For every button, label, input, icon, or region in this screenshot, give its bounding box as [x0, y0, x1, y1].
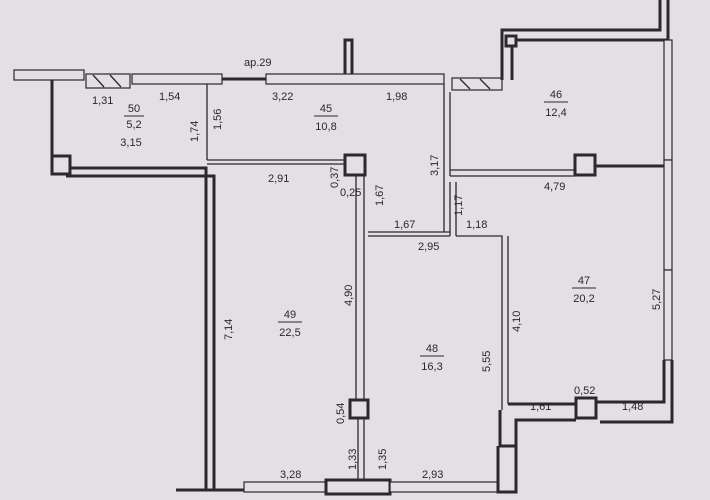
- dim-328: 3,28: [280, 469, 301, 481]
- room-49-area: 22,5: [279, 327, 300, 339]
- dim-133: 1,33: [347, 449, 359, 470]
- room-47-area: 20,2: [573, 293, 594, 305]
- dim-479: 4,79: [544, 181, 565, 193]
- window-room-49: [243, 481, 327, 493]
- dim-167-horizontal: 1,67: [394, 219, 415, 231]
- dim-291: 2,91: [268, 173, 289, 185]
- wall-48-47: [456, 235, 503, 410]
- dim-293: 2,93: [422, 469, 443, 481]
- room-46-number: 46: [550, 89, 562, 101]
- dim-198: 1,98: [386, 91, 407, 103]
- dim-295: 2,95: [418, 241, 439, 253]
- dim-117: 1,17: [453, 195, 465, 216]
- plan-note: ар.29: [244, 57, 272, 69]
- room-45-area: 10,8: [315, 121, 336, 133]
- window-room-47-upper: [663, 159, 673, 271]
- wall-top-right: [500, 0, 662, 80]
- room-48-area: 16,3: [421, 361, 442, 373]
- dim-148: 1,48: [622, 401, 643, 413]
- room-46-area: 12,4: [545, 107, 566, 119]
- room-50-area: 5,2: [126, 119, 141, 131]
- room-47-number: 47: [578, 275, 590, 287]
- window-room-47-lower: [663, 269, 673, 361]
- dim-322: 3,22: [272, 91, 293, 103]
- window-room-46-east: [663, 39, 673, 161]
- dim-052: 0,52: [574, 385, 595, 397]
- dim-025: 0,25: [340, 187, 361, 199]
- dim-167-vertical: 1,67: [374, 185, 386, 206]
- dim-317: 3,17: [429, 155, 441, 176]
- dim-131: 1,31: [92, 95, 113, 107]
- dim-714: 7,14: [223, 319, 235, 340]
- wall-left-main: [66, 166, 208, 490]
- window-room-48: [389, 481, 499, 493]
- dim-490: 4,90: [343, 285, 355, 306]
- dim-154: 1,54: [159, 91, 180, 103]
- window-top-left-stub: [13, 69, 85, 81]
- room-49-number: 49: [284, 309, 296, 321]
- wall-stub-top: [343, 38, 354, 74]
- window-room-50-right: [131, 73, 223, 85]
- column-left: [50, 154, 72, 176]
- window-room-50: [85, 73, 131, 89]
- column-bottom: [324, 478, 392, 496]
- room-50-extra: 3,15: [120, 137, 141, 149]
- column-bottom-right: [574, 396, 598, 420]
- dim-118: 1,18: [466, 219, 487, 231]
- column-lower-center: [348, 398, 370, 420]
- room-48-number: 48: [426, 343, 438, 355]
- dim-555: 5,55: [481, 351, 493, 372]
- dim-054: 0,54: [335, 403, 347, 424]
- dim-037: 0,37: [329, 167, 341, 188]
- window-room-46-small: [451, 77, 503, 91]
- dim-527: 5,27: [651, 289, 663, 310]
- dim-161: 1,61: [530, 401, 551, 413]
- column-center: [343, 153, 367, 177]
- dim-135: 1,35: [377, 449, 389, 470]
- room-45-number: 45: [320, 103, 332, 115]
- wall-left-upper: [50, 80, 66, 162]
- dim-174: 1,74: [189, 121, 201, 142]
- column-right: [573, 153, 597, 177]
- dim-410: 4,10: [511, 311, 523, 332]
- dim-156: 1,56: [212, 109, 224, 130]
- window-room-45: [265, 73, 445, 85]
- room-50-number: 50: [128, 103, 140, 115]
